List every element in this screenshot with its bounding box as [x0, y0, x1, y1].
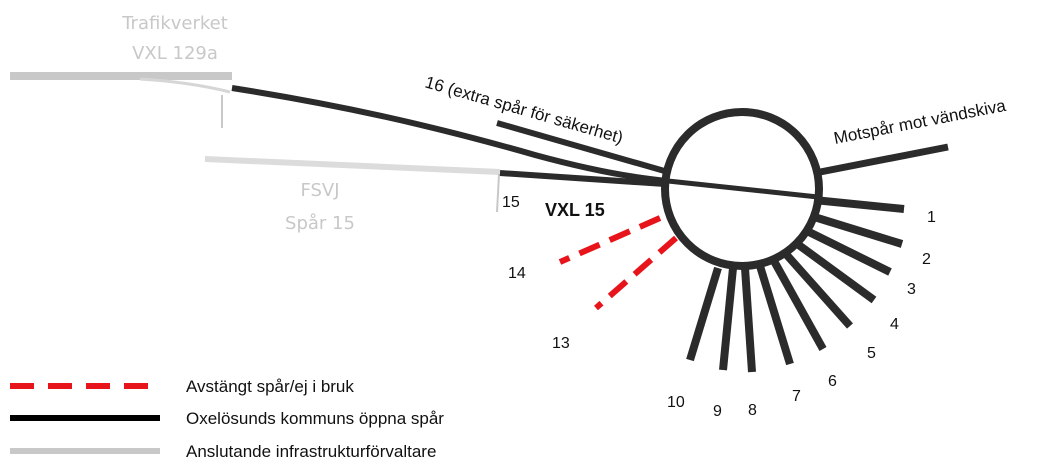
active-tracks	[231, 85, 949, 373]
track-8-line	[741, 267, 756, 373]
track-6-number: 6	[828, 373, 837, 390]
track-5-number: 5	[867, 345, 876, 362]
legend-active-label: Oxelösunds kommuns öppna spår	[186, 409, 444, 428]
fsvj-label-2: Spår 15	[285, 213, 355, 234]
motspar-label: Motspår mot vändskiva	[832, 96, 1008, 148]
track-10-number: 10	[667, 394, 685, 411]
track-8-number: 8	[748, 402, 757, 419]
track-13-number: 13	[552, 335, 570, 352]
track-9-number: 9	[713, 403, 722, 420]
track-1-line	[813, 196, 905, 213]
track-1-number: 1	[927, 209, 936, 226]
fsvj-label-1: FSVJ	[300, 180, 339, 201]
legend-external-label: Anslutande infrastrukturförvaltare	[186, 442, 436, 461]
fsvj-marker	[496, 173, 500, 213]
legend: Avstängt spår/ej i bruk Oxelösunds kommu…	[10, 377, 444, 461]
track-4-line	[793, 239, 877, 304]
track-14-line	[558, 215, 662, 265]
legend-closed-label: Avstängt spår/ej i bruk	[186, 377, 354, 396]
vxl15-label: VXL 15	[545, 200, 605, 220]
motspar-line	[814, 143, 949, 177]
trafikverket-switch-curve	[139, 77, 231, 94]
trafikverket-label-1: Trafikverket	[121, 13, 228, 34]
track-10-line	[686, 266, 722, 362]
main-line	[231, 85, 669, 184]
fsvj-track	[204, 156, 501, 175]
track-7-number: 7	[792, 388, 801, 405]
trafikverket-label-2: VXL 129a	[132, 43, 218, 64]
track-9-line	[719, 267, 737, 371]
track-6-line	[770, 259, 827, 351]
closed-tracks	[558, 215, 678, 311]
track-3-line	[803, 226, 892, 276]
track-3-number: 3	[907, 281, 916, 298]
track-2-number: 2	[922, 251, 931, 268]
turntable	[661, 108, 823, 270]
track-14-number: 14	[508, 265, 526, 282]
track-15-line	[499, 170, 666, 187]
track-13-line	[594, 235, 678, 311]
external-tracks	[10, 72, 501, 213]
track-2-line	[809, 212, 904, 248]
track-4-number: 4	[890, 316, 899, 333]
track-16-line	[496, 120, 669, 175]
through-line	[667, 178, 819, 200]
track-5-line	[782, 250, 853, 329]
track-7-line	[756, 264, 794, 366]
track-15-number: 15	[502, 194, 520, 211]
track-16-label: 16 (extra spår för säkerhet)	[423, 73, 625, 148]
